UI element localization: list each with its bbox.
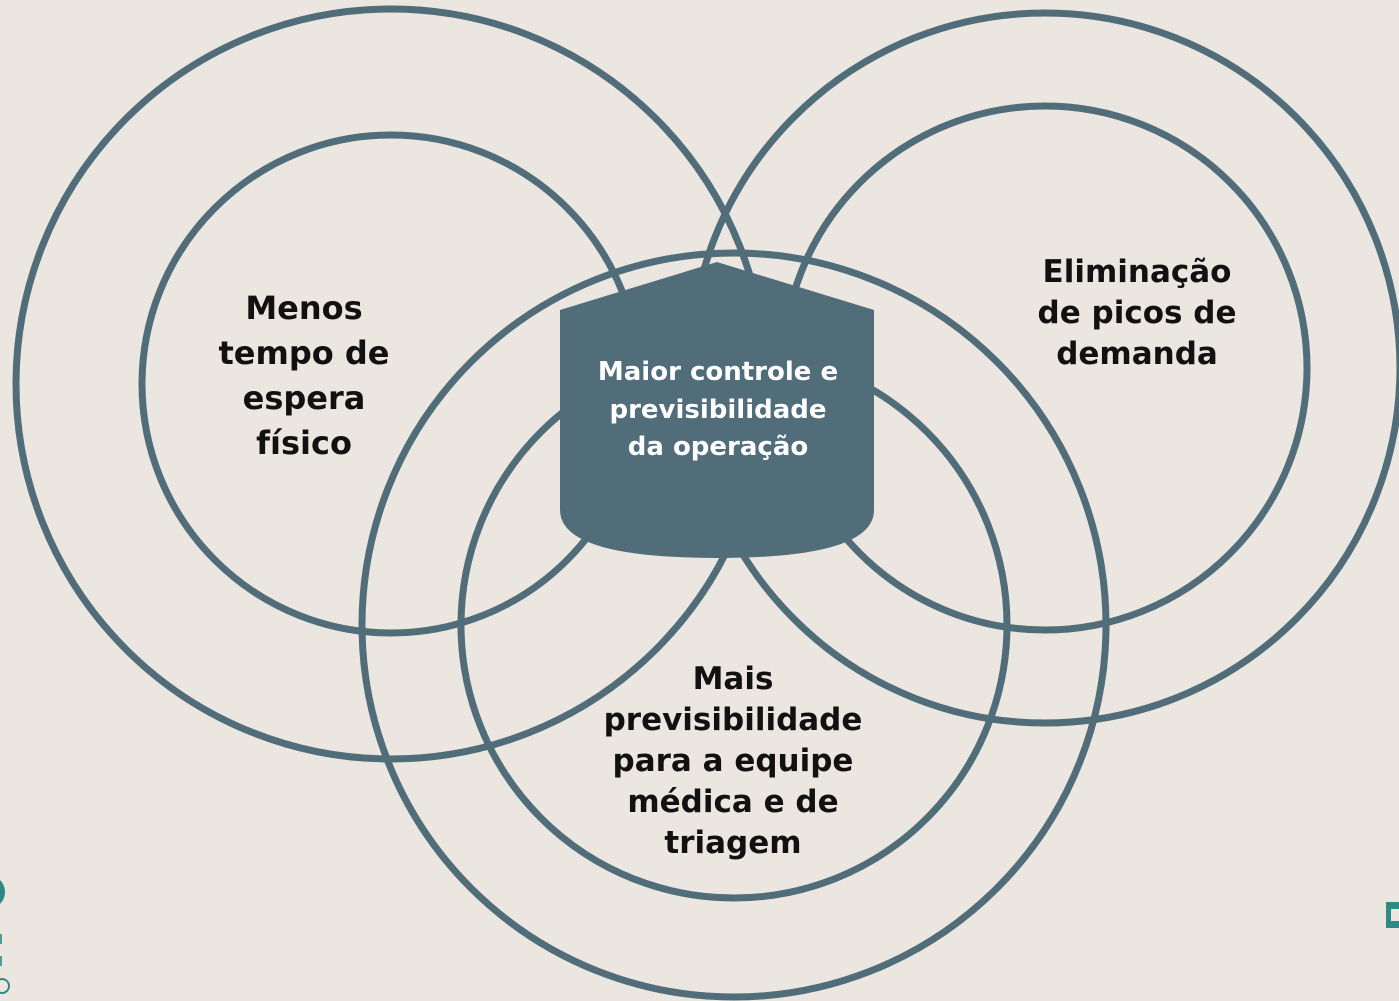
title-fragment [560,0,840,12]
outcome-label-bottom: Mais previsibilidade para a equipe médic… [603,661,863,861]
center-box-shape [560,262,874,558]
outcome-label-left: Menos tempo de espera físico [218,289,390,462]
ring-bottom-outer [358,249,1110,1001]
center-label: Maior controle e previsibilidade da oper… [597,357,839,462]
brand-logo-right [1386,902,1399,928]
outcome-label-right: Eliminação de picos de demanda [1037,254,1237,372]
brand-logo-left [0,880,10,994]
